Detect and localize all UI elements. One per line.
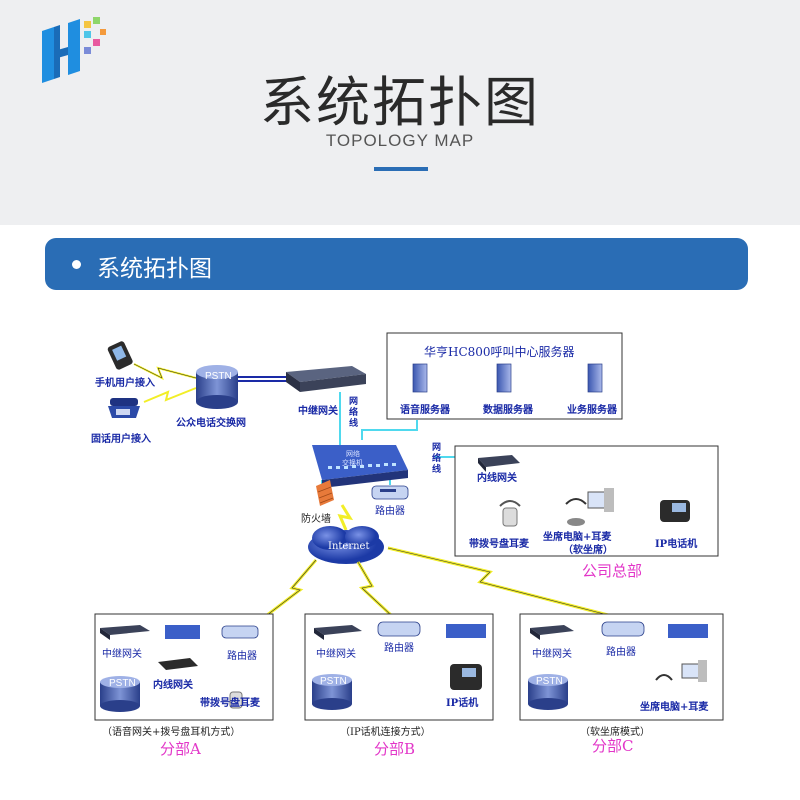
hq-line-gateway-icon — [478, 455, 520, 472]
hq-dial-headset-icon — [499, 500, 521, 527]
section-bullet — [72, 260, 81, 269]
branch-c-router-label: 路由器 — [606, 647, 636, 658]
business-server-label: 业务服务器 — [567, 405, 617, 416]
trunk-link — [238, 376, 288, 382]
page-title: 系统拓扑图 — [260, 71, 540, 134]
firewall-icon — [316, 480, 334, 506]
branch-b-devices — [312, 621, 486, 710]
branch-b-ip-phone-label: IP话机 — [446, 698, 479, 709]
hq-name-label: 公司总部 — [582, 562, 643, 580]
branch-c-devices — [528, 621, 708, 710]
branch-a-dial-headset-label: 带拨号盘耳麦 — [200, 698, 260, 709]
branch-c-mode-label: （软坐席模式） — [580, 727, 650, 738]
switch-label-line2: 交换机 — [342, 459, 363, 467]
hq-agent-pc-icon — [565, 488, 614, 526]
title-underline — [374, 167, 428, 171]
switch-label-line1: 网络 — [346, 450, 360, 458]
branch-b-mode-label: （IP话机连接方式） — [340, 727, 431, 738]
branch-a-trunk-label: 中继网关 — [102, 649, 142, 660]
router-icon — [371, 485, 409, 500]
voice-server-label: 语音服务器 — [400, 405, 450, 416]
branch-c-agent-pc-label: 坐席电脑+耳麦 — [640, 702, 709, 713]
branch-b-pstn-label: PSTN — [320, 676, 347, 687]
branch-a-router-label: 路由器 — [227, 651, 257, 662]
internet-link — [337, 504, 354, 531]
network-cable-label-hq: 网络线 — [432, 443, 442, 475]
network-cable-label: 网络线 — [349, 397, 359, 429]
trunk-gateway-label: 中继网关 — [298, 406, 338, 417]
pstn-cylinder-icon — [196, 365, 238, 409]
internet-label: Internet — [328, 541, 370, 552]
hq-line-gateway-label: 内线网关 — [477, 473, 517, 484]
section-title: 系统拓扑图 — [97, 256, 212, 282]
branch-c-name-label: 分部C — [592, 737, 634, 755]
data-server-label: 数据服务器 — [483, 405, 533, 416]
router-label: 路由器 — [375, 506, 405, 517]
server-group-title: 华亨HC800呼叫中心服务器 — [424, 345, 575, 359]
hq-ip-phone-label: IP电话机 — [655, 539, 698, 550]
branch-b-router-label: 路由器 — [384, 643, 414, 654]
firewall-label: 防火墙 — [301, 514, 331, 525]
pstn-label: PSTN — [205, 371, 232, 382]
company-logo — [42, 17, 106, 83]
hq-ip-phone-icon — [660, 500, 690, 522]
hq-agent-pc-label: 坐席电脑+耳麦 — [543, 532, 612, 543]
mobile-access-label: 手机用户接入 — [95, 378, 155, 389]
mobile-phone-icon — [107, 341, 133, 370]
trunk-gateway-icon — [286, 366, 366, 392]
hq-dial-headset-label: 带拨号盘耳麦 — [469, 539, 529, 550]
branch-b-trunk-label: 中继网关 — [316, 649, 356, 660]
network-switch-icon — [312, 445, 408, 488]
hq-soft-agent-label: （软坐席） — [563, 545, 613, 556]
landline-access-label: 固话用户接入 — [91, 434, 151, 445]
section-bar: 系统拓扑图 — [45, 238, 748, 290]
branch-c-pstn-label: PSTN — [536, 676, 563, 687]
server-icons — [412, 363, 603, 393]
internet-cloud-icon — [308, 526, 384, 564]
branch-a-pstn-label: PSTN — [109, 678, 136, 689]
public-exchange-label: 公众电话交换网 — [176, 418, 246, 429]
branch-a-line-gateway-label: 内线网关 — [153, 680, 193, 691]
branch-a-devices — [100, 625, 259, 712]
branch-c-trunk-label: 中继网关 — [532, 649, 572, 660]
page-subtitle: TOPOLOGY MAP — [325, 131, 475, 150]
branch-a-mode-label: （语音网关+拨号盘耳机方式） — [102, 727, 241, 738]
branch-b-name-label: 分部B — [374, 740, 416, 758]
header-band — [0, 0, 800, 225]
branch-a-name-label: 分部A — [160, 740, 201, 758]
landline-phone-icon — [108, 398, 140, 418]
